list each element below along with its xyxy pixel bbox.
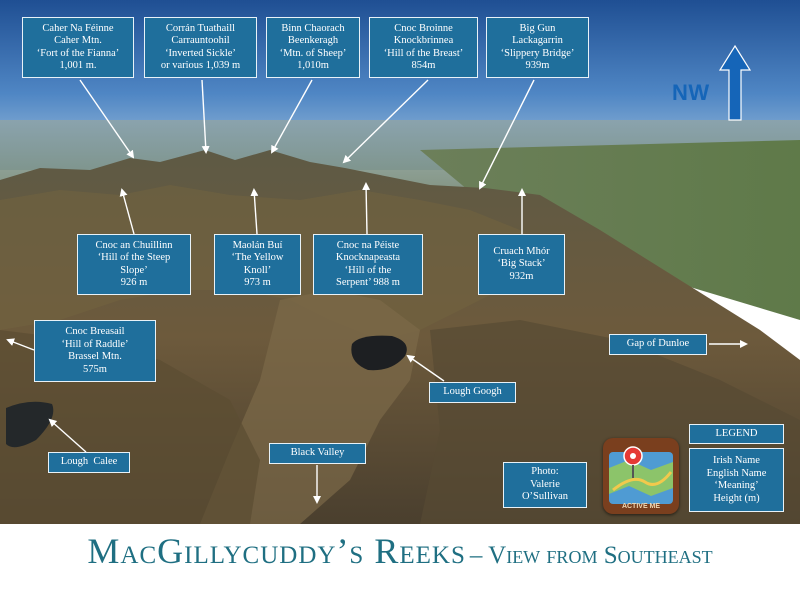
legend-height: Height (m) [713, 492, 760, 504]
english-name: Carrauntoohil [171, 35, 230, 46]
peak-height: 973 m [244, 277, 271, 288]
english-name: Brassel Mtn. [68, 351, 122, 362]
irish-name: Corrán Tuathaill [165, 22, 236, 34]
legend-meaning: ‘Meaning’ [714, 480, 759, 491]
irish-name: Caher Na Féinne [42, 22, 114, 34]
name-meaning: ‘Hill of the Breast’ [383, 47, 464, 59]
peak-height: 854m [411, 60, 436, 71]
label-knockbrinnea: Cnoc Broinne Knockbrinnea ‘Hill of the B… [369, 17, 478, 78]
label-big-gun: Big Gun Lackagarrin ‘Slippery Bridge’ 93… [486, 17, 589, 78]
irish-name: Cnoc na Péiste [336, 239, 400, 251]
lough-calee-water [6, 401, 54, 448]
app-map-graphic [609, 446, 673, 504]
peak-height: 932m [509, 270, 534, 282]
label-cnoc-an-chuillinn: Cnoc an Chuillinn ‘Hill of the Steep Slo… [77, 234, 191, 295]
peak-height: 1,001 m. [59, 60, 97, 71]
app-icon-text: ACTIVE ME [621, 503, 661, 510]
north-arrow-icon [718, 44, 752, 121]
name-meaning: ‘Mtn. of Sheep’ [279, 47, 347, 59]
photo-credit: Photo: Valerie O’Sullivan [503, 462, 587, 508]
peak-height: Serpent’ 988 m [336, 277, 400, 288]
name-meaning: ‘Slippery Bridge’ [500, 47, 575, 59]
label-lough-calee: Lough Calee [48, 452, 130, 473]
english-name: Caher Mtn. [54, 35, 102, 46]
irish-name: Cruach Mhór [493, 245, 550, 257]
label-caher-mtn: Caher Na Féinne Caher Mtn. ‘Fort of the … [22, 17, 134, 78]
english-name: ‘The Yellow [231, 252, 284, 263]
english-name: Knockbrinnea [393, 35, 454, 46]
label-gap-of-dunloe: Gap of Dunloe [609, 334, 707, 355]
place-name: Lough Googh [443, 386, 502, 398]
label-cnoc-breasail: Cnoc Breasail ‘Hill of Raddle’ Brassel M… [34, 320, 156, 382]
english-name: ‘Hill of the Steep [97, 252, 171, 263]
label-black-valley: Black Valley [269, 443, 366, 464]
english-name: Beenkeragh [287, 35, 339, 46]
english-name: Lackagarrin [512, 35, 563, 46]
irish-name: Cnoc Breasail [65, 326, 125, 337]
legend-heading: LEGEND [715, 427, 758, 439]
peak-height: 575m [83, 363, 107, 375]
peak-height: 939m [525, 60, 550, 71]
place-name: Lough Calee [60, 456, 118, 468]
english-name: ‘Big Stack’ [497, 258, 546, 270]
place-name: Black Valley [290, 447, 345, 459]
name-meaning: ‘Fort of the Fianna’ [36, 47, 120, 59]
legend-title: LEGEND [689, 424, 784, 444]
map-pin-icon: ACTIVE ME [603, 438, 679, 514]
irish-name: Binn Chaorach [281, 22, 345, 34]
legend-english-name: English Name [706, 467, 767, 479]
credit-label: Photo: [531, 466, 559, 478]
name-meaning: ‘Hill of the [344, 264, 392, 276]
credit-last-name: O’Sullivan [521, 491, 569, 503]
peak-height: 1,010m [297, 60, 329, 71]
legend-box: Irish Name English Name ‘Meaning’ Height… [689, 448, 784, 512]
place-name: Gap of Dunloe [626, 338, 690, 350]
peak-height: 926 m [120, 277, 148, 288]
label-cruach-mhor: Cruach Mhór ‘Big Stack’ 932m [478, 234, 565, 295]
irish-name: Cnoc Broinne [394, 22, 453, 34]
label-carrauntoohil: Corrán Tuathaill Carrauntoohil ‘Inverted… [144, 17, 257, 78]
name-meaning: ‘Inverted Sickle’ [165, 47, 236, 59]
peak-height: or various 1,039 m [160, 60, 241, 71]
label-cnoc-na-peiste: Cnoc na Péiste Knocknapeasta ‘Hill of th… [313, 234, 423, 295]
irish-name: Big Gun [519, 22, 556, 34]
label-beenkeragh: Binn Chaorach Beenkeragh ‘Mtn. of Sheep’… [266, 17, 360, 78]
name-meaning: Knoll’ [243, 264, 272, 276]
north-west-label: NW [672, 80, 710, 105]
name-meaning: ‘Hill of Raddle’ [61, 338, 129, 350]
name-meaning: Slope’ [120, 264, 148, 276]
caption-title: MacGillycuddy’s Reeks [87, 531, 466, 571]
label-lough-googh: Lough Googh [429, 382, 516, 403]
map-caption: MacGillycuddy’s Reeks – View from Southe… [0, 530, 800, 590]
caption-subtitle: – View from Southeast [469, 542, 713, 569]
legend-irish-name: Irish Name [713, 455, 760, 466]
credit-first-name: Valerie [530, 478, 560, 490]
english-name: Knocknapeasta [335, 252, 401, 263]
irish-name: Cnoc an Chuillinn [95, 239, 173, 251]
lough-googh-water [351, 335, 407, 371]
irish-name: Maolán Buí [232, 239, 283, 251]
label-maolan-bui: Maolán Buí ‘The Yellow Knoll’ 973 m [214, 234, 301, 295]
